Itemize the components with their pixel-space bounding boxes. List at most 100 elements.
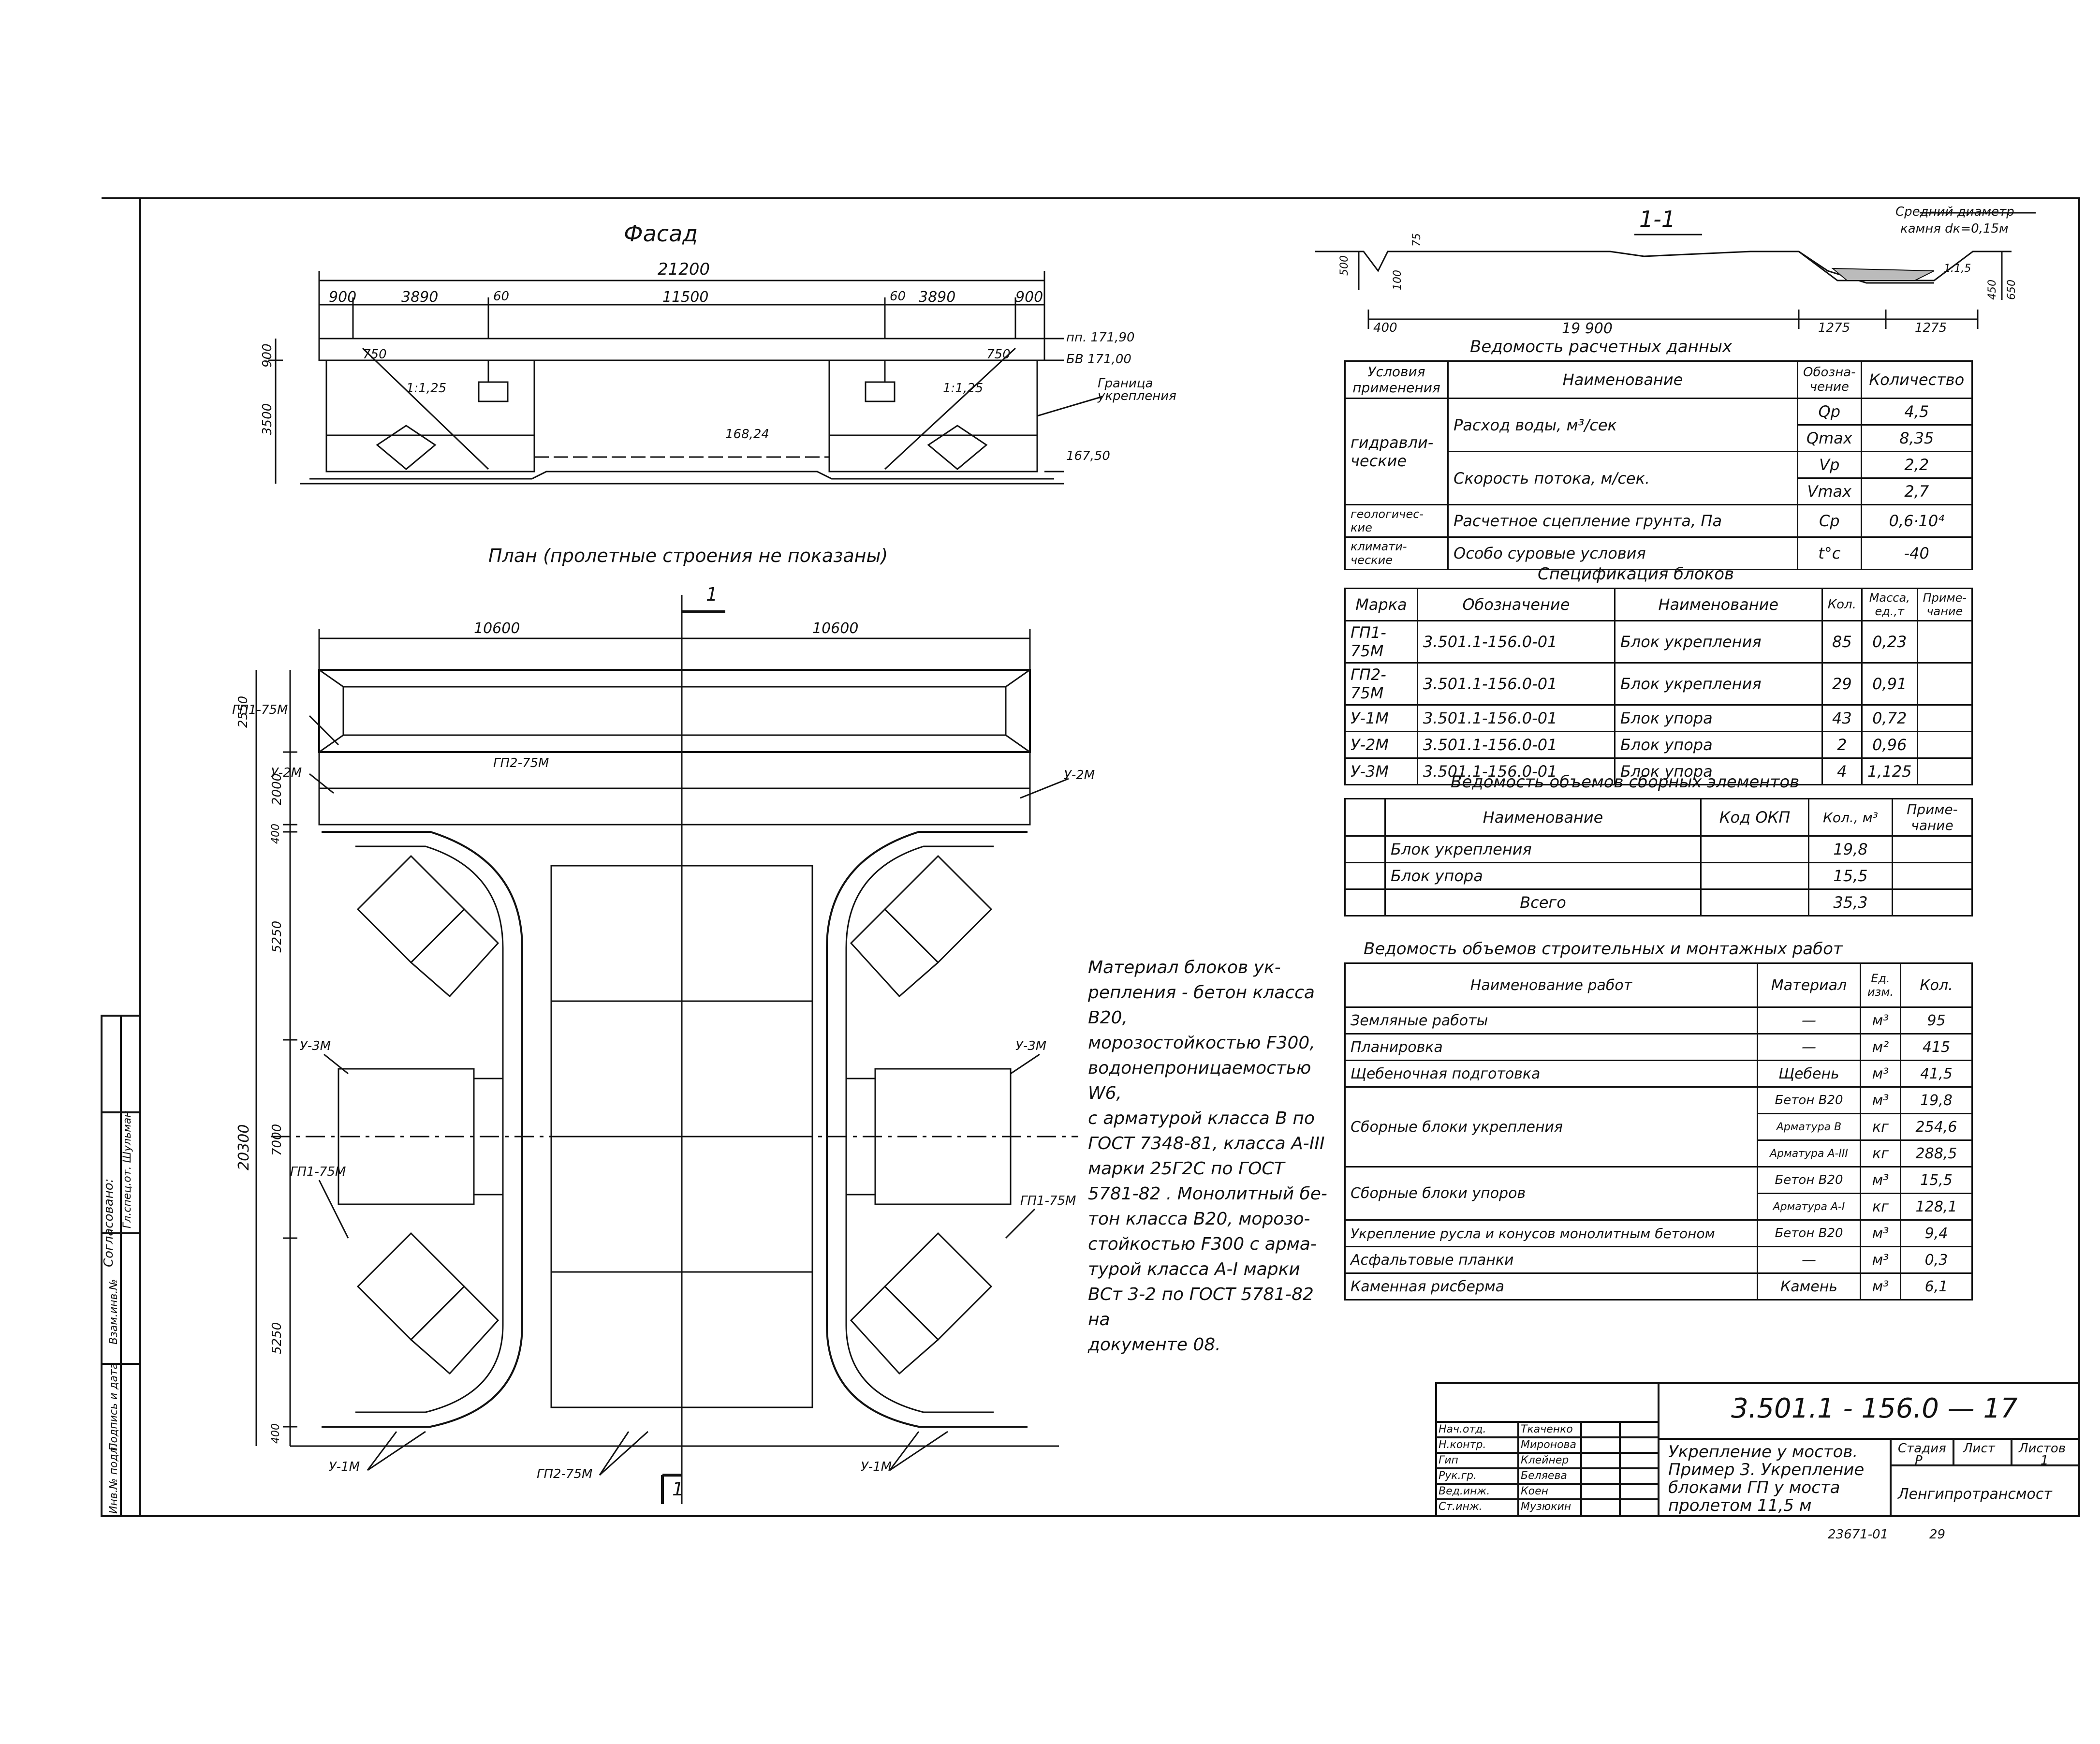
design-h-val: Количество	[1860, 360, 1973, 399]
design-val: -40	[1860, 536, 1973, 570]
plan-h5250b: 5250	[270, 1322, 284, 1354]
works-cell: кг	[1860, 1139, 1901, 1168]
works-cell: 415	[1900, 1033, 1973, 1061]
note-line: марки 25Г2С по ГОСТ	[1088, 1159, 1285, 1179]
design-h-cond: Условия применения	[1344, 360, 1449, 399]
prefab-cell	[1700, 862, 1809, 890]
spec-cell	[1916, 731, 1973, 759]
dim-3890a: 3890	[401, 289, 439, 306]
prefab-cell	[1892, 888, 1973, 916]
design-val: 2,2	[1860, 451, 1973, 479]
table-row: Всего 35,3	[1344, 888, 1973, 916]
spec-cell: 3.501.1-156.0-01	[1416, 620, 1615, 664]
level-water: 168,24	[725, 427, 769, 442]
title-line-3: блоками ГП у моста	[1668, 1478, 1840, 1497]
works-cell: кг	[1860, 1113, 1901, 1141]
spec-cell: 3.501.1-156.0-01	[1416, 757, 1615, 785]
prefab-cell: Всего	[1384, 888, 1702, 916]
note-line: морозостойкостью F300,	[1088, 1033, 1315, 1053]
name-4: Беляева	[1521, 1470, 1567, 1482]
works-cell: Сборные блоки укрепления	[1344, 1086, 1758, 1168]
plan-h400b: 400	[270, 1423, 282, 1444]
works-cell: кг	[1860, 1193, 1901, 1221]
plan-h7000: 7000	[270, 1123, 284, 1156]
works-cell: 288,5	[1900, 1139, 1973, 1168]
design-sym: Qmax	[1797, 424, 1862, 452]
sec-d1275b: 1275	[1915, 321, 1947, 335]
design-sym: t°c	[1797, 536, 1862, 570]
spec-cell	[1916, 662, 1973, 706]
design-sym: Qp	[1797, 398, 1862, 426]
prefab-h-okp: Код ОКП	[1700, 798, 1809, 837]
prefab-cell	[1892, 835, 1973, 863]
design-table-title: Ведомость расчетных данных	[1470, 337, 1733, 356]
design-sym: Cp	[1797, 504, 1862, 538]
plan-view	[255, 595, 1078, 1504]
name-3: Клейнер	[1521, 1454, 1569, 1466]
prefab-cell	[1892, 862, 1973, 890]
role-3: Гип	[1439, 1454, 1458, 1466]
prefab-blank	[1344, 835, 1386, 863]
spec-cell: ГП2-75М	[1344, 662, 1418, 706]
role-5: Вед.инж.	[1439, 1485, 1490, 1497]
sec-h450: 450	[1986, 280, 1998, 300]
note-line: ВСт 3-2 по ГОСТ 5781-82 на	[1088, 1285, 1314, 1330]
role-4: Рук.гр.	[1439, 1470, 1477, 1482]
prefab-cell	[1700, 835, 1809, 863]
works-h-mat: Материал	[1757, 962, 1861, 1008]
works-h-unit: Ед. изм.	[1860, 962, 1901, 1008]
spec-cell: Блок укрепления	[1614, 620, 1823, 664]
stamp-inv: Инв.№ подл.	[108, 1444, 120, 1514]
works-cell: Бетон В20	[1757, 1086, 1861, 1114]
spec-h-name: Наименование	[1614, 588, 1823, 621]
prefab-cell: 35,3	[1808, 888, 1893, 916]
note-line: Материал блоков ук-	[1088, 958, 1281, 977]
spec-cell: Блок упора	[1614, 731, 1823, 759]
spec-cell: 29	[1821, 662, 1863, 706]
note-line: стойкостью F300 с арма-	[1088, 1234, 1317, 1254]
spec-cell	[1916, 757, 1973, 785]
prefab-table-title: Ведомость объемов сборных элементов	[1451, 772, 1800, 792]
label-u1-r: У-1М	[861, 1460, 892, 1474]
sheet-frame	[139, 197, 2080, 1517]
works-cell: —	[1757, 1246, 1861, 1274]
plan-w10600a: 10600	[474, 620, 520, 637]
design-name: Расчетное сцепление грунта, Па	[1447, 504, 1798, 538]
works-cell: 9,4	[1900, 1219, 1973, 1247]
works-cell: Арматура В	[1757, 1113, 1861, 1141]
prefab-cell	[1700, 888, 1809, 916]
spec-cell	[1916, 620, 1973, 664]
stamp-replace: Взам.инв.№	[108, 1279, 120, 1345]
sec-d1275a: 1275	[1818, 321, 1850, 335]
level-pp: пп. 171,90	[1066, 330, 1135, 345]
works-cell: Каменная рисберма	[1344, 1272, 1758, 1301]
spec-cell: У-3М	[1344, 757, 1418, 785]
design-cond: климати-ческие	[1344, 536, 1449, 570]
prefab-h-qty: Кол., м³	[1808, 798, 1893, 837]
prefab-cell: Блок укрепления	[1384, 835, 1702, 863]
dim-3890b: 3890	[919, 289, 956, 306]
works-cell: —	[1757, 1006, 1861, 1035]
spec-cell: ГП1-75М	[1344, 620, 1418, 664]
label-u1-l: У-1М	[329, 1460, 360, 1474]
works-cell: 41,5	[1900, 1060, 1973, 1088]
title-line-4: пролетом 11,5 м	[1668, 1496, 1812, 1515]
footer-page: 29	[1929, 1527, 1946, 1542]
works-cell: Щебень	[1757, 1060, 1861, 1088]
note-line: документе 08.	[1088, 1335, 1221, 1355]
slope-label-a: 1:1,25	[406, 381, 447, 396]
section-mark-top: 1	[706, 584, 718, 605]
spec-cell	[1916, 704, 1973, 732]
plan-h400a: 400	[270, 824, 282, 844]
prefab-cell: 15,5	[1808, 862, 1893, 890]
spec-h-qty: Кол.	[1821, 588, 1863, 621]
table-row: Укрепление русла и конусов монолитным бе…	[1344, 1219, 1973, 1247]
